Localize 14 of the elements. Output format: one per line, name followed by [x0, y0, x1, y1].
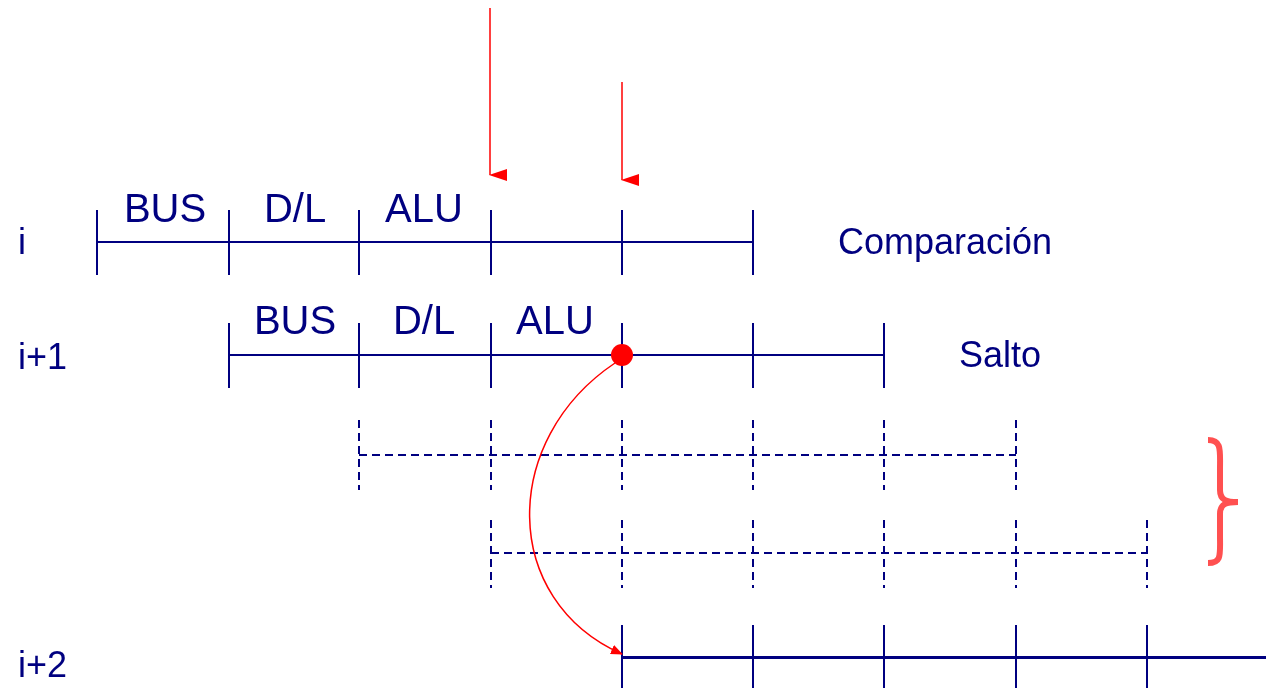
stage-label: ALU — [385, 188, 463, 228]
row-label: i+2 — [18, 647, 68, 683]
stage-label: D/L — [392, 300, 456, 340]
row-label: Comparación — [837, 224, 1053, 260]
stage-label: ALU — [516, 300, 594, 340]
pipeline-timeline — [622, 656, 1266, 659]
stage-label: BUS — [253, 300, 337, 340]
stage-label: D/L — [263, 188, 327, 228]
row-label: i+1 — [18, 339, 68, 375]
row-label: Salto — [958, 337, 1042, 373]
event-dot — [611, 344, 633, 366]
stage-label: BUS — [123, 188, 207, 228]
arrow — [528, 362, 623, 655]
row-label: i — [18, 224, 26, 260]
